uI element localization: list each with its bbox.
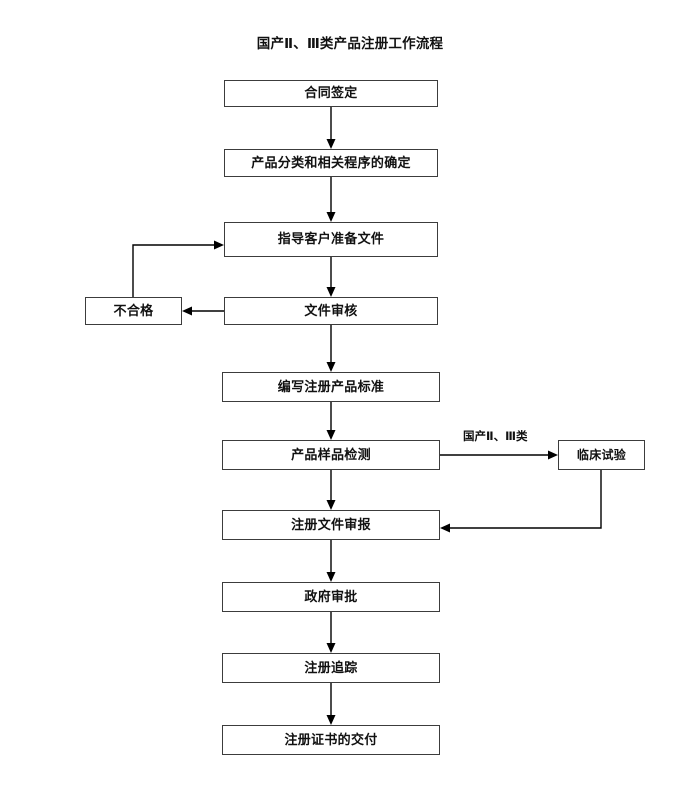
page-title: 国产Ⅱ、Ⅲ类产品注册工作流程 <box>256 36 444 52</box>
node-submit-docs[interactable]: 注册文件审报 <box>222 510 440 540</box>
edge-label-branch-domestic: 国产Ⅱ、Ⅲ类 <box>463 429 528 443</box>
node-classification[interactable]: 产品分类和相关程序的确定 <box>224 149 438 177</box>
node-doc-review[interactable]: 文件审核 <box>224 297 438 325</box>
node-gov-approval[interactable]: 政府审批 <box>222 582 440 612</box>
node-sample-test[interactable]: 产品样品检测 <box>222 440 440 470</box>
node-write-standard[interactable]: 编写注册产品标准 <box>222 372 440 402</box>
node-clinical-trial[interactable]: 临床试验 <box>558 440 645 470</box>
node-deliver-cert[interactable]: 注册证书的交付 <box>222 725 440 755</box>
node-track[interactable]: 注册追踪 <box>222 653 440 683</box>
node-contract[interactable]: 合同签定 <box>224 80 438 107</box>
node-guide-docs[interactable]: 指导客户准备文件 <box>224 222 438 257</box>
node-unqualified[interactable]: 不合格 <box>85 297 182 325</box>
